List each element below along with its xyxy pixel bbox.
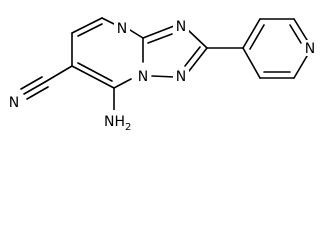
bond-cn-triple-b (20, 76, 43, 90)
bond-n3-c2 (187, 29, 208, 49)
bond-c6-cn (44, 65, 73, 83)
bond-n1-n-bridge (151, 75, 176, 78)
bond-n-bridge-c7 (113, 78, 132, 89)
bond-py-n-c6 (293, 55, 308, 79)
bond-c7-c6-double (77, 62, 113, 82)
bond-n-top-c3a (129, 29, 144, 39)
atom-n-triazole-3: N (176, 19, 186, 35)
molecule-structure: N N N N N N NH2 (6, 17, 318, 133)
bond-py-c2-n-double (289, 24, 302, 44)
bond-py-c4-c3 (242, 18, 261, 49)
bond-c5-c4a (71, 17, 103, 34)
atom-nh2: NH2 (104, 114, 131, 133)
bond-cn-triple-a (23, 81, 46, 95)
bond-c2-n1 (188, 47, 208, 72)
bond-py-c2-n (293, 18, 308, 41)
bond-cn-triple-c (26, 86, 49, 100)
bond-c3a-n3 (142, 25, 175, 39)
atom-labels: N N N N N N NH2 (6, 18, 318, 133)
bond-c5-c4a-double (77, 23, 103, 37)
atom-n-pyridine: N (305, 41, 315, 57)
atom-n-bridgehead: N (138, 69, 148, 85)
atom-n-triazole-1: N (176, 69, 186, 85)
bond-py-c4-c3-double (249, 24, 265, 50)
atom-n-pyrimidine: N (117, 21, 127, 37)
bond-c3a-n3-double (147, 33, 173, 44)
bonds (20, 17, 308, 111)
atom-n-nitrile: N (9, 95, 19, 111)
bond-py-c5-c4 (242, 47, 261, 79)
nh2-text: NH (104, 114, 125, 130)
bond-c7-c6 (71, 65, 115, 89)
nh2-subscript: 2 (125, 122, 131, 133)
bond-c4a-n-top (101, 17, 115, 25)
bond-c2-n1-double (184, 46, 201, 67)
